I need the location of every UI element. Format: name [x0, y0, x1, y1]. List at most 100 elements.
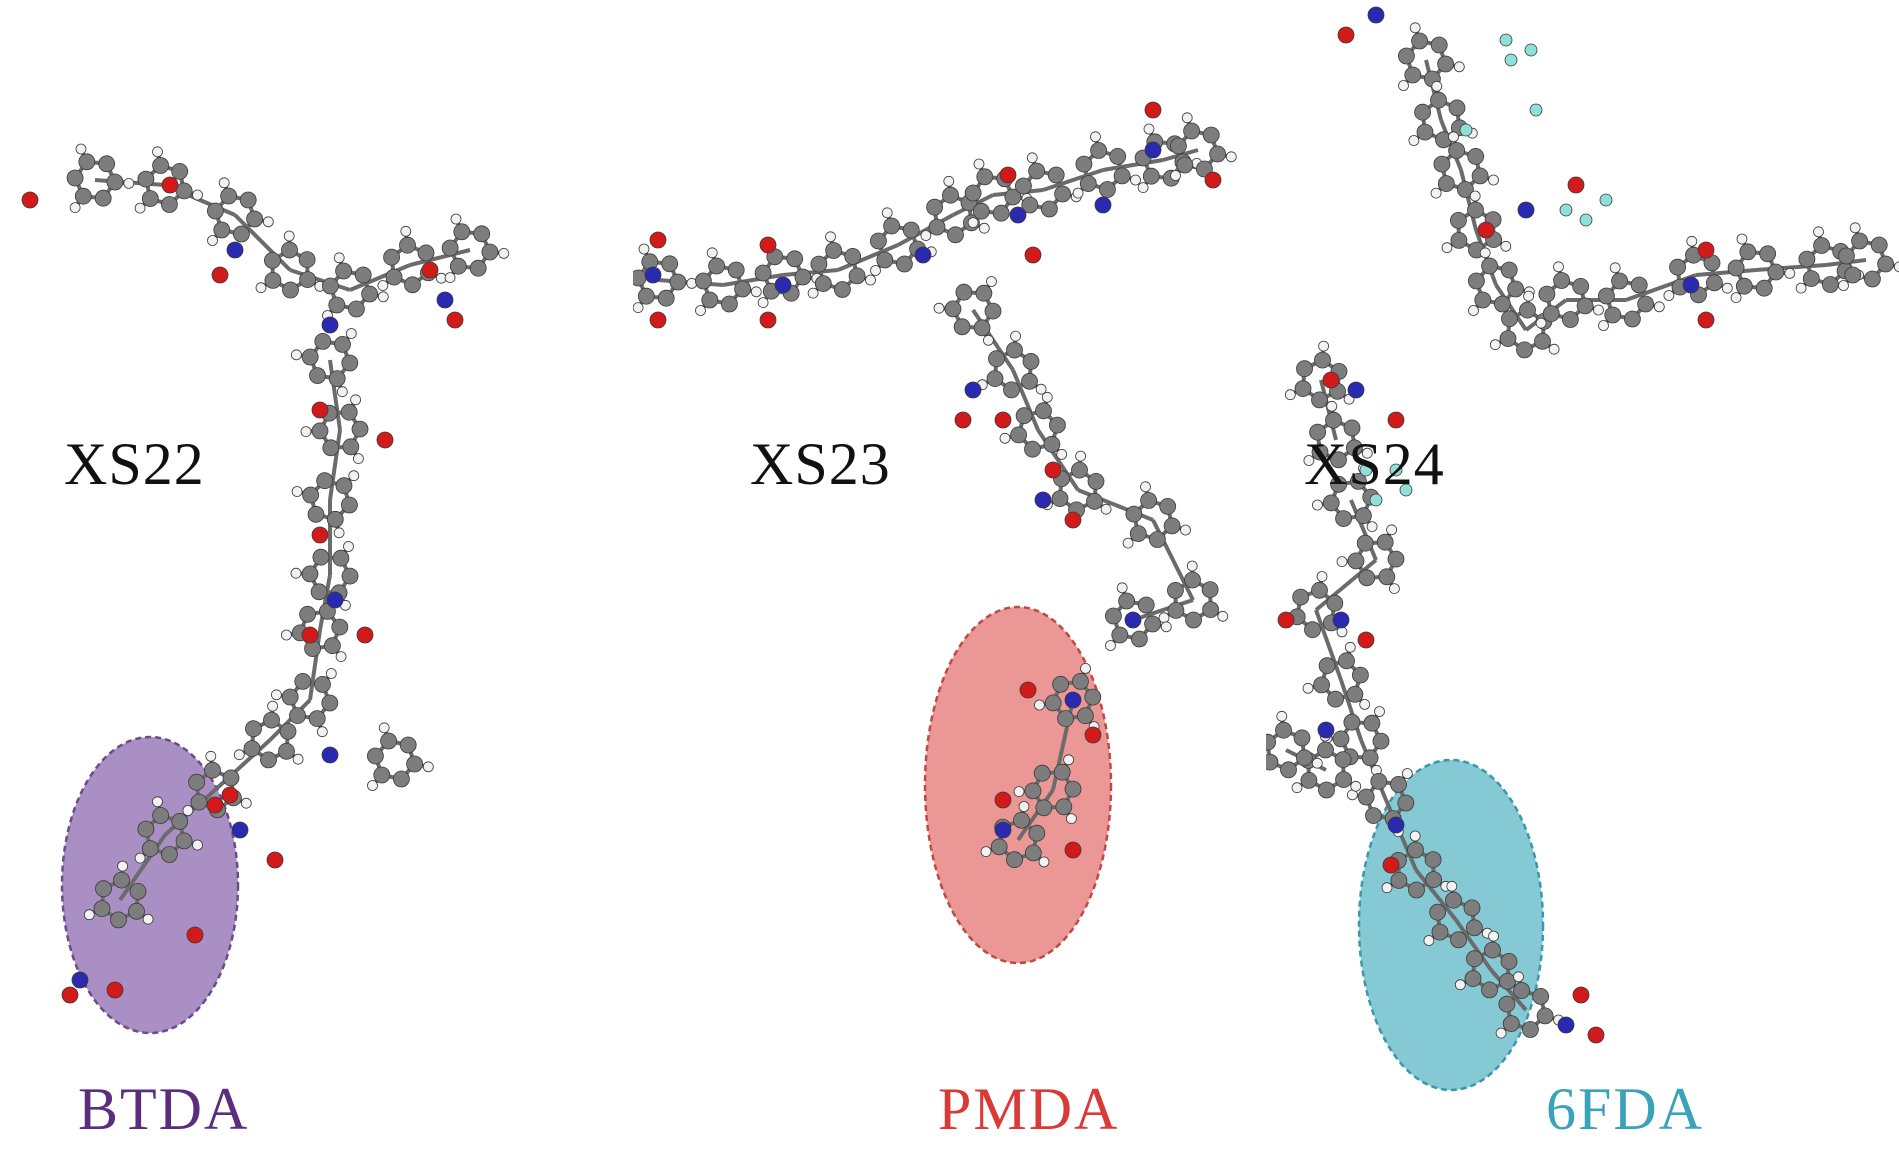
hydrogen-atom: [333, 527, 345, 539]
fluorine-atom: [1369, 493, 1383, 507]
hydrogen-atom: [1302, 682, 1314, 694]
carbon-atom: [1450, 231, 1468, 249]
carbon-atom: [289, 707, 306, 724]
oxygen-atom: [649, 231, 667, 249]
hydrogen-atom: [695, 305, 706, 316]
carbon-atom: [1051, 490, 1069, 508]
hydrogen-atom: [706, 247, 718, 259]
hydrogen-atom: [267, 700, 279, 712]
oxygen-atom: [1337, 26, 1355, 44]
hydrogen-atom: [943, 175, 955, 187]
carbon-atom: [1387, 550, 1405, 568]
oxygen-atom: [221, 786, 239, 804]
xs24-molecule-model: [1266, 6, 1899, 1044]
carbon-atom: [1035, 799, 1053, 817]
hydrogen-atom: [134, 202, 146, 214]
carbon-atom: [1275, 721, 1292, 739]
hydrogen-atom: [300, 426, 312, 438]
carbon-atom: [263, 251, 281, 269]
hydrogen-atom: [633, 302, 644, 313]
oxygen-atom: [311, 401, 329, 419]
carbon-atom: [1445, 891, 1462, 909]
nitrogen-atom: [1064, 691, 1082, 709]
carbon-atom: [335, 262, 353, 280]
carbon-atom: [1043, 435, 1061, 453]
carbon-atom: [160, 846, 178, 863]
hydrogen-atom: [1488, 930, 1500, 942]
fluorine-atom: [1579, 213, 1593, 227]
oxygen-atom: [1064, 841, 1082, 859]
carbon-atom: [786, 250, 804, 268]
carbon-atom: [701, 291, 719, 309]
carbon-atom: [106, 173, 124, 191]
oxygen-atom: [954, 411, 972, 429]
carbon-atom: [1481, 257, 1499, 275]
nitrogen-atom: [436, 291, 454, 309]
hydrogen-atom: [1186, 560, 1198, 572]
carbon-atom: [141, 190, 159, 208]
hydrogen-atom: [1548, 343, 1560, 355]
nitrogen-atom: [321, 746, 339, 764]
hydrogen-atom: [1303, 455, 1315, 466]
carbon-atom: [1630, 276, 1648, 294]
hydrogen-atom: [1291, 782, 1303, 794]
carbon-atom: [1024, 440, 1041, 458]
nitrogen-atom: [964, 381, 982, 399]
carbon-atom: [1292, 588, 1310, 606]
hydrogen-atom: [83, 909, 95, 921]
carbon-atom: [222, 769, 240, 787]
hydrogen-atom: [123, 177, 135, 189]
oxygen-atom: [1477, 221, 1495, 239]
carbon-atom: [1314, 351, 1331, 369]
carbon-atom: [190, 793, 208, 811]
carbon-atom: [1759, 245, 1777, 263]
carbon-atom: [734, 280, 751, 298]
atom-spheres: [21, 143, 510, 1004]
carbon-atom: [93, 900, 111, 917]
carbon-atom: [1183, 122, 1200, 140]
hydrogen-atom: [1469, 190, 1481, 202]
hydrogen-atom: [1448, 131, 1459, 143]
carbon-atom: [1416, 123, 1434, 141]
nitrogen-atom: [1557, 1016, 1575, 1034]
carbon-atom: [406, 755, 424, 773]
hydrogen-atom: [1409, 22, 1421, 34]
fluorine-atom: [1504, 53, 1518, 67]
fluorine-atom: [1399, 483, 1413, 497]
carbon-atom: [1332, 730, 1350, 748]
carbon-atom: [1071, 673, 1089, 690]
carbon-atom: [74, 187, 92, 205]
hydrogen-atom: [933, 302, 945, 314]
hydrogen-atom: [1386, 524, 1397, 536]
carbon-atom: [1010, 426, 1028, 444]
carbon-atom: [1201, 581, 1219, 598]
carbon-atom: [1838, 247, 1855, 265]
hydrogen-atom: [982, 334, 994, 346]
oxygen-atom: [211, 266, 229, 284]
hydrogen-atom: [378, 722, 390, 734]
carbon-atom: [243, 740, 261, 757]
carbon-atom: [1407, 841, 1424, 859]
carbon-atom: [1048, 416, 1066, 434]
nitrogen-atom: [1034, 491, 1052, 509]
hydrogen-atom: [1010, 330, 1022, 342]
oxygen-atom: [1064, 511, 1082, 529]
hydrogen-atom: [1026, 152, 1038, 164]
hydrogen-atom: [444, 272, 456, 284]
carbon-atom: [1047, 166, 1065, 184]
nitrogen-atom: [1144, 141, 1162, 159]
hydrogen-atom: [1122, 537, 1134, 549]
hydrogen-atom: [1454, 979, 1466, 991]
hydrogen-atom: [348, 470, 360, 482]
carbon-atom: [383, 248, 401, 266]
carbon-atom: [314, 332, 332, 350]
carbon-atom: [1450, 931, 1467, 949]
hydrogen-atom: [292, 753, 304, 765]
hydrogen-atom: [973, 158, 985, 170]
hydrogen-atom: [1489, 339, 1501, 351]
carbon-atom: [984, 302, 1002, 320]
hydrogen-atom: [1143, 123, 1155, 135]
carbon-atom: [1311, 391, 1328, 409]
hydrogen-atom: [999, 432, 1011, 444]
carbon-atom: [1052, 675, 1070, 693]
